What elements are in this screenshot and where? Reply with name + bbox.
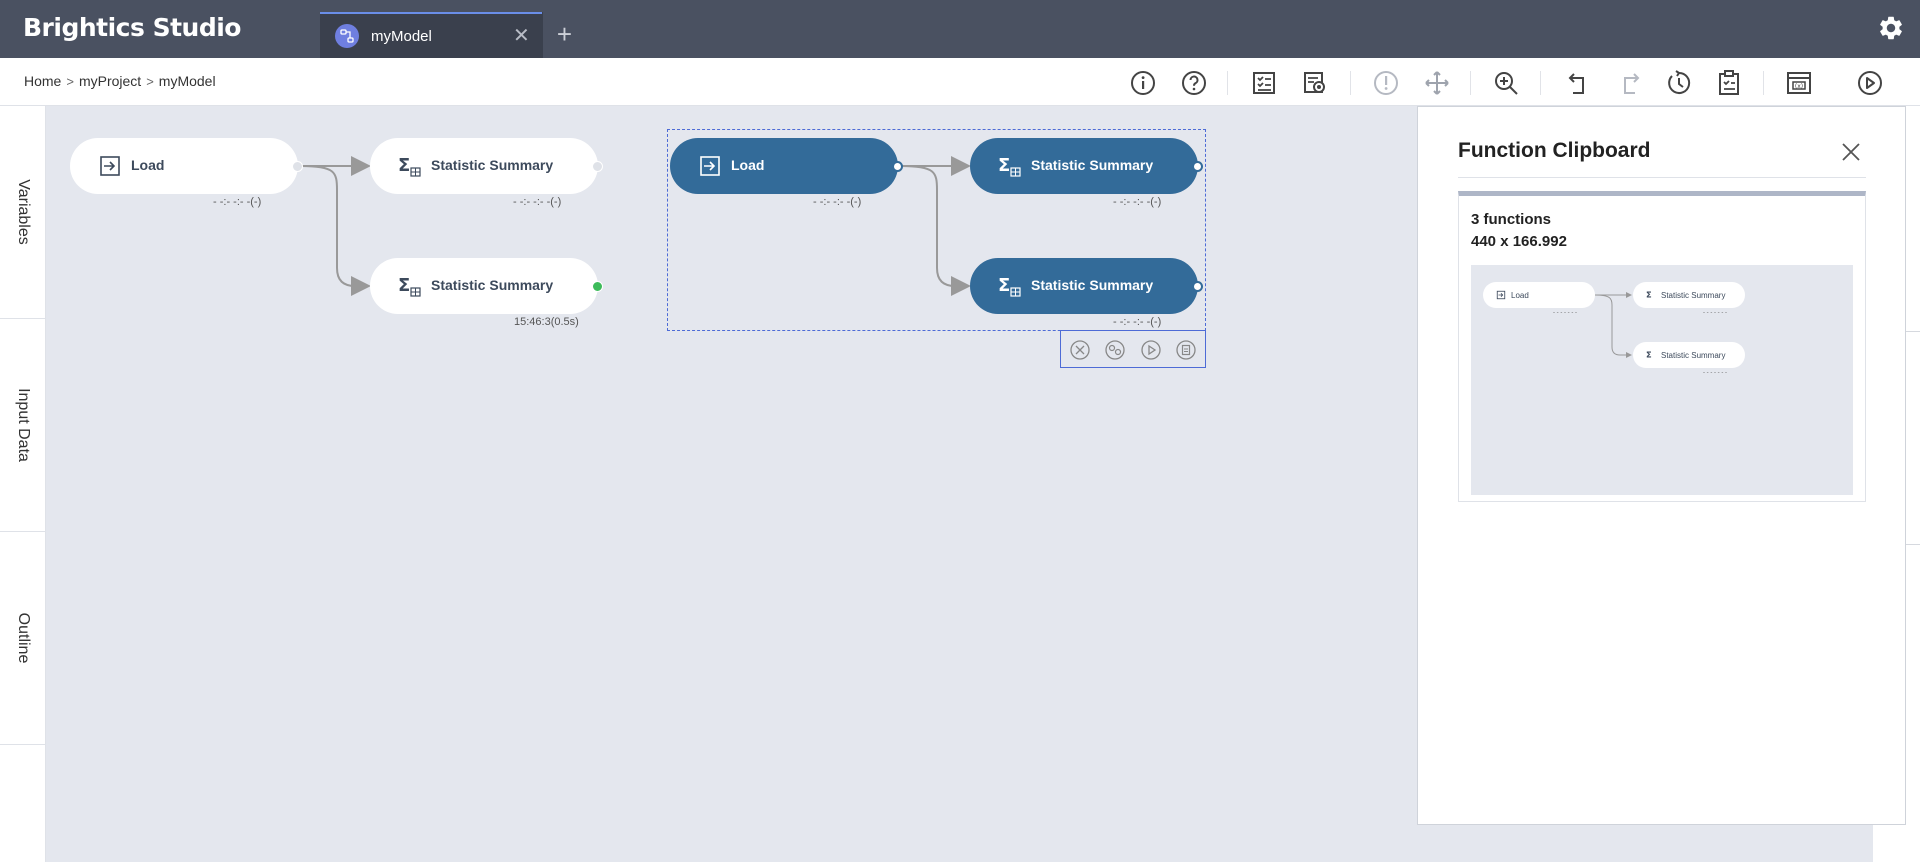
sigma-icon: Σ [398,155,421,177]
app-header: Brightics Studio myModel ✕ + [0,0,1920,58]
clipboard-add-icon[interactable] [1176,340,1196,360]
svg-text:Σ: Σ [398,275,410,296]
function-clipboard-panel: Function Clipboard 3 functions 440 x 166… [1417,106,1906,825]
node-statistic-summary-selected[interactable]: Σ Statistic Summary [970,138,1203,194]
add-tab-button[interactable]: + [542,12,586,58]
sidebar-item-variables[interactable]: Variables [0,106,46,319]
delete-icon[interactable] [1070,340,1090,360]
svg-text:Σ: Σ [998,155,1010,176]
report-icon[interactable] [1249,68,1279,98]
function-count: 3 functions [1471,211,1552,228]
variables-icon[interactable]: (x) [1784,68,1814,98]
redo-icon[interactable] [1614,68,1644,98]
preview-node-status: - - - - - - - [1553,310,1577,316]
preview-node-statistic-summary: Σ Statistic Summary [1633,282,1745,308]
history-icon[interactable] [1664,68,1694,98]
svg-text:Σ: Σ [998,275,1010,296]
breadcrumb: Home > myProject > myModel [24,73,216,89]
node-status: - -:- -:- -(-) [1113,196,1162,208]
clip-dimensions: 440 x 166.992 [1471,233,1567,250]
node-label: Statistic Summary [1031,157,1154,173]
success-indicator[interactable] [592,281,603,292]
run-node-icon[interactable] [1141,340,1161,360]
close-icon[interactable] [1840,141,1862,163]
sigma-icon: Σ [1646,290,1652,300]
output-port[interactable] [1192,281,1203,292]
load-icon [700,156,720,176]
svg-text:Σ: Σ [398,155,410,176]
info-icon[interactable] [1128,68,1158,98]
node-status: - -:- -:- -(-) [513,196,562,208]
close-icon[interactable]: ✕ [513,25,530,47]
node-load-selected[interactable]: Load [670,138,903,194]
output-port[interactable] [892,161,903,172]
panel-title: Function Clipboard [1458,139,1651,162]
validate-icon[interactable] [1371,68,1401,98]
sigma-icon: Σ [998,155,1021,177]
preview-node-load: Load [1483,282,1595,308]
gear-icon[interactable] [1877,14,1905,42]
preview-node-status: - - - - - - - [1703,310,1727,316]
side-rail: Variables Input Data Outline [0,106,46,862]
node-statistic-summary[interactable]: Σ Statistic Summary [370,258,603,314]
node-load[interactable]: Load [70,138,303,194]
model-icon [335,24,359,48]
svg-text:Σ: Σ [1646,350,1652,360]
preview-node-label: Load [1511,291,1529,300]
breadcrumb-separator: > [146,73,154,89]
node-statistic-summary[interactable]: Σ Statistic Summary [370,138,603,194]
breadcrumb-model[interactable]: myModel [158,73,216,89]
selection-box [667,129,1206,331]
preview-node-label: Statistic Summary [1661,351,1726,360]
sigma-icon: Σ [998,275,1021,297]
clipboard-item[interactable]: 3 functions 440 x 166.992 Load - - - - -… [1458,191,1866,502]
output-port[interactable] [592,161,603,172]
undo-icon[interactable] [1564,68,1594,98]
clip-preview: Load - - - - - - - Σ Statistic Summary -… [1471,265,1853,495]
tab-mymodel[interactable]: myModel ✕ [320,12,542,58]
preview-node-label: Statistic Summary [1661,291,1726,300]
move-icon[interactable] [1422,68,1452,98]
sidebar-item-input-data[interactable]: Input Data [0,319,46,532]
svg-text:(x): (x) [1795,83,1803,90]
sub-header: Home > myProject > myModel (x) [0,58,1920,106]
breadcrumb-separator: > [66,73,74,89]
tab-label: myModel [371,28,432,45]
node-status: - -:- -:- -(-) [213,196,262,208]
node-statistic-summary-selected[interactable]: Σ Statistic Summary [970,258,1203,314]
preview-node-status: - - - - - - - [1703,370,1727,376]
run-icon[interactable] [1855,68,1885,98]
preview-connectors [1594,292,1632,358]
sidebar-item-label: Variables [15,179,32,245]
output-port[interactable] [1192,161,1203,172]
preview-icon[interactable] [1300,68,1330,98]
divider [1458,177,1866,178]
svg-text:Σ: Σ [1646,290,1652,300]
sigma-icon: Σ [1646,350,1652,360]
sidebar-item-label: Outline [15,612,32,664]
node-label: Statistic Summary [431,157,554,173]
zoom-icon[interactable] [1491,68,1521,98]
output-port[interactable] [292,161,303,172]
node-label: Statistic Summary [1031,277,1154,293]
node-status: 15:46:3(0.5s) [514,316,579,328]
breadcrumb-project[interactable]: myProject [78,73,142,89]
preview-node-statistic-summary: Σ Statistic Summary [1633,342,1745,368]
load-icon [1496,290,1506,300]
sidebar-item-label: Input Data [15,388,32,462]
node-status: - -:- -:- -(-) [813,196,862,208]
node-label: Load [731,157,765,173]
clipboard-icon[interactable] [1714,68,1744,98]
load-icon [100,156,120,176]
node-label: Statistic Summary [431,277,554,293]
breadcrumb-home[interactable]: Home [24,73,62,89]
selection-action-bar [1060,330,1206,368]
sidebar-item-outline[interactable]: Outline [0,532,46,745]
sigma-icon: Σ [398,275,421,297]
node-status: - -:- -:- -(-) [1113,316,1162,328]
node-label: Load [131,157,165,173]
copy-icon[interactable] [1105,340,1125,360]
help-icon[interactable] [1179,68,1209,98]
app-logo: Brightics Studio [23,13,241,42]
